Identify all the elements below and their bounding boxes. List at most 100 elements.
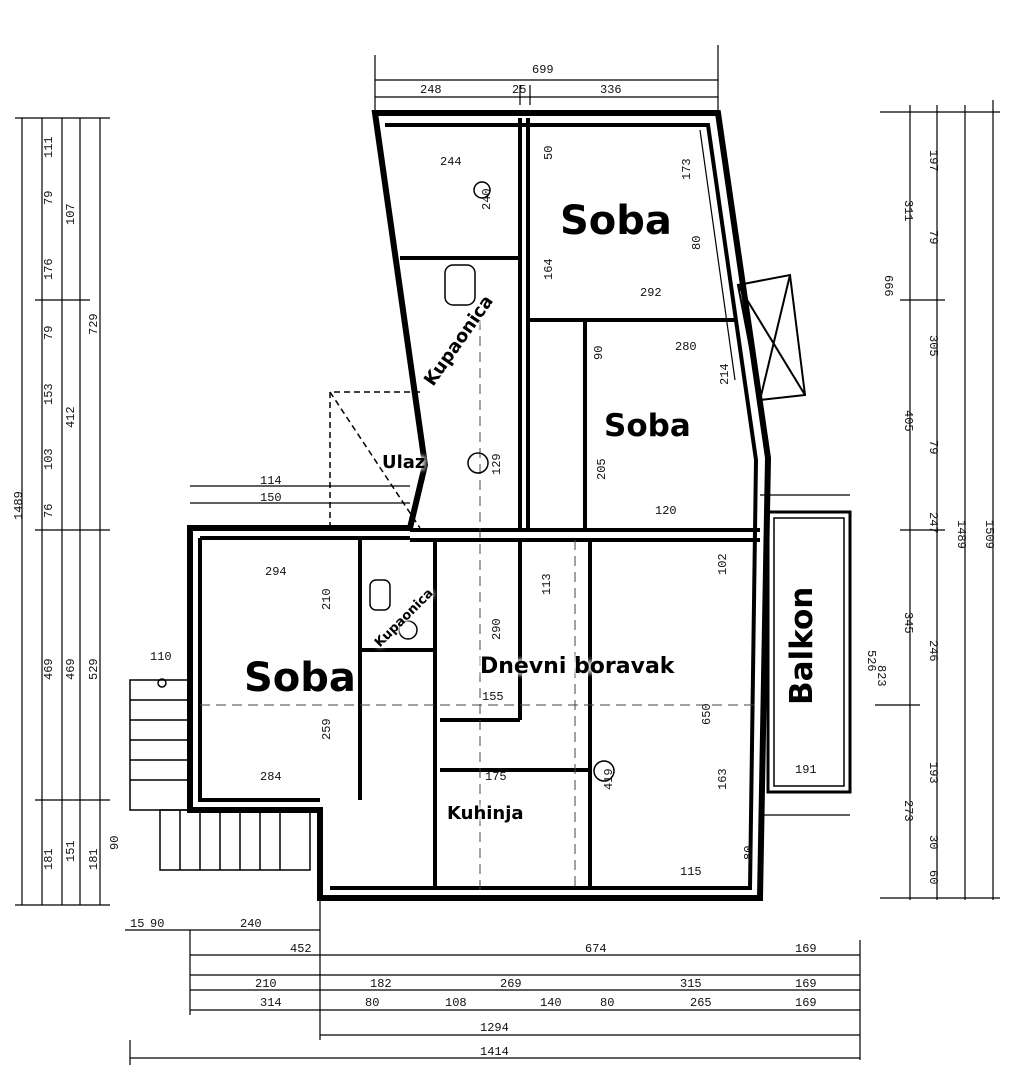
dim-bottom-16: 265: [690, 996, 712, 1010]
dim-bottom-19: 1414: [480, 1045, 509, 1059]
dim-left-13: 151: [64, 840, 78, 862]
dim-int-2: 50: [542, 146, 556, 160]
dim-top-1: 248: [420, 83, 442, 97]
room-label-balkon: Balkon: [784, 586, 820, 705]
exterior-walls: [187, 110, 772, 901]
dim-left-11: 469: [64, 658, 78, 680]
dim-int-8: 90: [592, 346, 606, 360]
dim-right-3: 666: [881, 275, 895, 297]
dim-bottom-7: 182: [370, 977, 392, 991]
dim-bottom-17: 169: [795, 996, 817, 1010]
dim-int-27: 155: [482, 690, 504, 704]
dim-right-6: 79: [926, 440, 940, 454]
dim-bottom-5: 169: [795, 942, 817, 956]
dim-left-16: 181: [87, 848, 101, 870]
dim-left-9: 76: [42, 504, 56, 518]
dim-left-14: 181: [42, 848, 56, 870]
dimension-numbers: 699 248 25 336 1489 111 79 107 176 729 7…: [12, 63, 996, 1059]
dim-right-5: 405: [901, 410, 915, 432]
dim-bottom-8: 269: [500, 977, 522, 991]
dim-bottom-12: 80: [365, 996, 379, 1010]
bay-window: [736, 273, 807, 402]
dim-right-1: 311: [901, 200, 915, 222]
dim-right-4: 305: [926, 335, 940, 357]
dim-int-12: 120: [655, 504, 677, 518]
dim-bottom-18: 1294: [480, 1021, 509, 1035]
dim-int-4: 80: [690, 236, 704, 250]
dim-left-12: 529: [87, 658, 101, 680]
dim-left-3: 176: [42, 258, 56, 280]
dim-int-5: 292: [640, 286, 662, 300]
dim-top-2: 25: [512, 83, 526, 97]
dim-int-6: 164: [542, 258, 556, 280]
balcony-outline: [766, 510, 852, 794]
dim-right-14: 60: [926, 870, 940, 884]
staircase: [129, 678, 311, 871]
dim-bottom-11: 314: [260, 996, 282, 1010]
dim-int-31: 80: [742, 846, 756, 860]
dim-right-total-a: 1489: [954, 520, 968, 549]
dim-right-12: 273: [901, 800, 915, 822]
dim-int-18: 259: [320, 718, 334, 740]
room-label-dnevni-boravak: Dnevni boravak: [480, 654, 675, 679]
dim-bottom-14: 140: [540, 996, 562, 1010]
dim-right-0: 197: [926, 150, 940, 172]
dim-bottom-1: 90: [150, 917, 164, 931]
dim-left-7: 412: [64, 406, 78, 428]
dim-left-6: 153: [42, 383, 56, 405]
dim-int-1: 240: [480, 188, 494, 210]
dim-int-21: 650: [700, 703, 714, 725]
room-label-soba-left: Soba: [244, 655, 356, 701]
dim-bottom-2: 15: [130, 917, 144, 931]
room-label-kuhinja: Kuhinja: [447, 803, 524, 824]
dim-bottom-10: 169: [795, 977, 817, 991]
dim-int-11: 129: [490, 453, 504, 475]
dim-bottom-4: 674: [585, 942, 607, 956]
room-label-ulaz: Ulaz: [382, 452, 426, 473]
dim-int-25: 290: [490, 618, 504, 640]
dim-int-29: 191: [795, 763, 817, 777]
dim-bottom-13: 108: [445, 996, 467, 1010]
dim-int-15: 294: [265, 565, 287, 579]
dim-int-28: 526: [864, 650, 878, 672]
dim-left-2: 107: [64, 203, 78, 225]
dim-bottom-9: 315: [680, 977, 702, 991]
dim-top-3: 336: [600, 83, 622, 97]
dim-bottom-3: 452: [290, 942, 312, 956]
dim-int-9: 214: [718, 363, 732, 385]
room-label-soba-right: Soba: [604, 408, 691, 444]
dim-right-10: 823: [874, 665, 888, 687]
dimension-lines: [15, 45, 1000, 1065]
dim-left-15: 90: [108, 836, 122, 850]
dim-int-0: 244: [440, 155, 462, 169]
dim-int-16: 210: [320, 588, 334, 610]
dim-int-7: 280: [675, 340, 697, 354]
dim-right-8: 345: [901, 612, 915, 634]
dim-bottom-0: 240: [240, 917, 262, 931]
dim-int-13: 114: [260, 474, 282, 488]
dim-int-10: 205: [595, 458, 609, 480]
dim-left-4: 729: [87, 313, 101, 335]
dim-int-20: 102: [716, 553, 730, 575]
dim-left-10: 469: [42, 658, 56, 680]
dim-left-1: 79: [42, 191, 56, 205]
dim-int-19: 284: [260, 770, 282, 784]
dim-top-total: 699: [532, 63, 554, 77]
interior-walls: [198, 118, 760, 890]
dim-right-total-b: 1509: [982, 520, 996, 549]
dim-left-5: 79: [42, 326, 56, 340]
dim-left-total: 1489: [12, 491, 26, 520]
dim-int-14: 150: [260, 491, 282, 505]
dim-right-7: 247: [926, 512, 940, 534]
bathroom-fixtures: [369, 181, 615, 782]
dim-left-8: 103: [42, 448, 56, 470]
dim-right-13: 30: [926, 835, 940, 849]
dim-int-23: 163: [716, 768, 730, 790]
entrance-porch: [329, 391, 421, 529]
dim-int-22: 419: [602, 768, 616, 790]
dim-right-9: 246: [926, 640, 940, 662]
dim-int-3: 173: [680, 158, 694, 180]
dim-right-11: 193: [926, 762, 940, 784]
dim-int-17: 110: [150, 650, 172, 664]
